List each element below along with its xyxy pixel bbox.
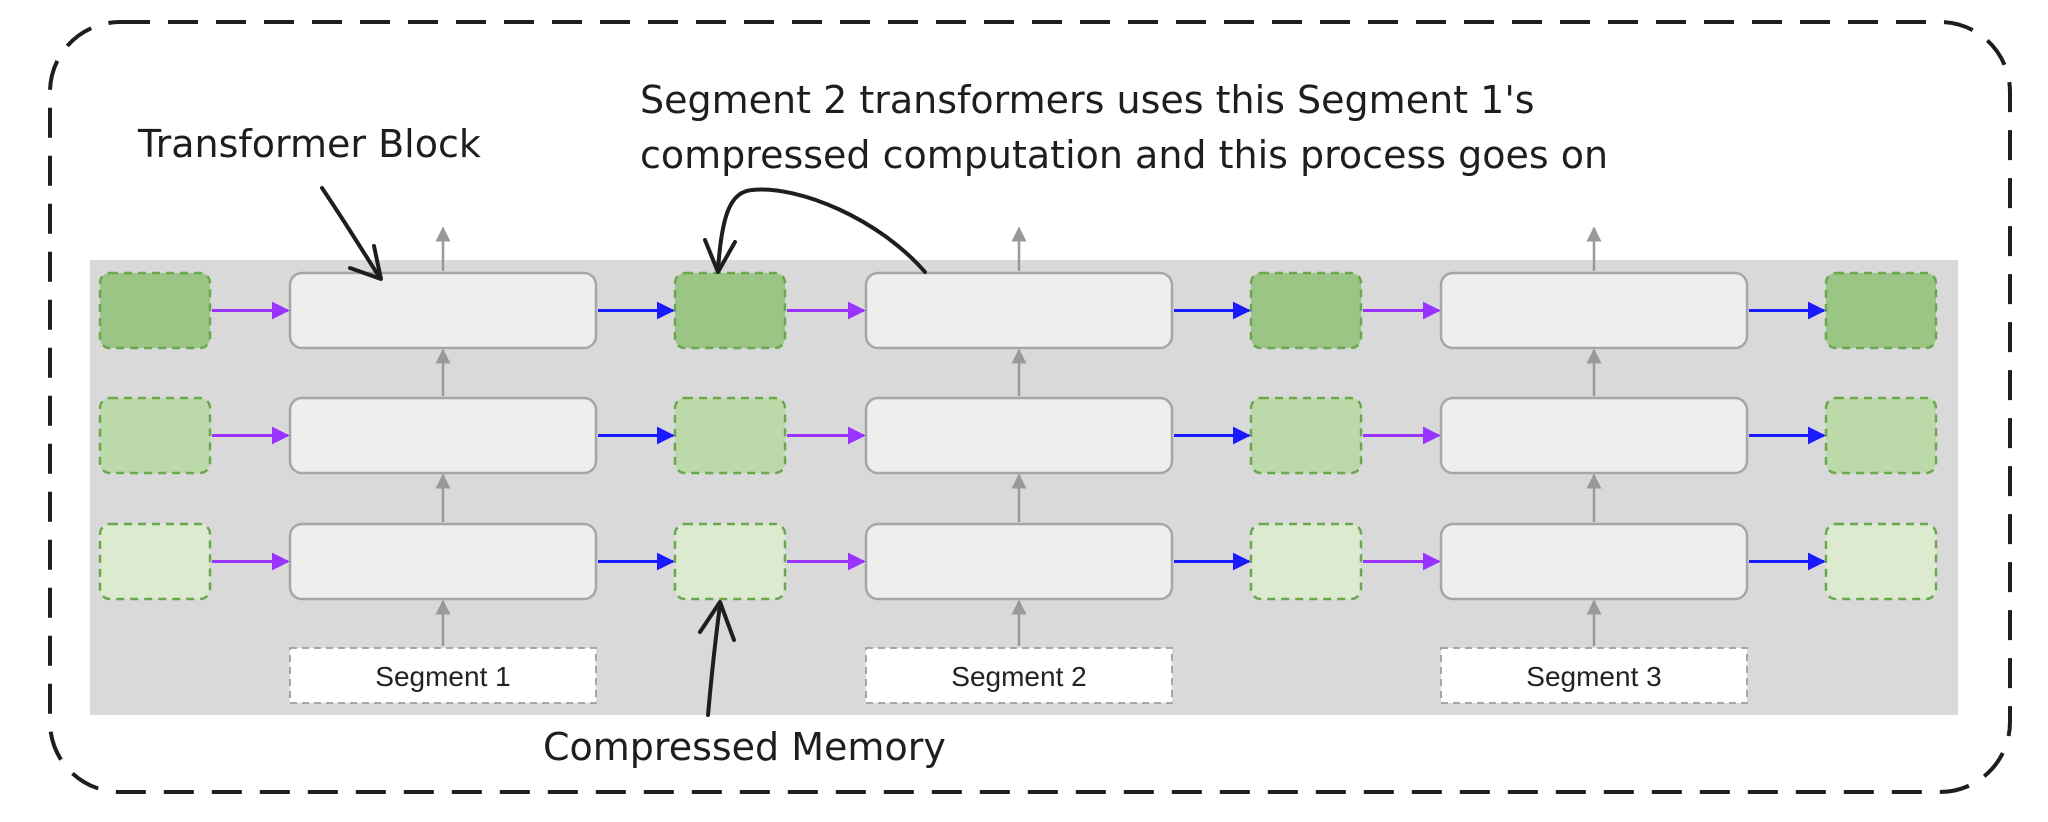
segment-label-text: Segment 3 [1526,661,1661,692]
outer-frame [48,20,2012,794]
memory-cell [1249,396,1363,475]
memory-cell [1824,396,1938,475]
segment-label-3: Segment 3 [1440,647,1748,704]
memory-cell [1249,522,1363,601]
transformer-block-annotation: Transformer Block [137,122,481,166]
memory-cell [1824,522,1938,601]
transformer-block [1439,271,1749,350]
memory-cell [98,396,212,475]
memory-cells [98,271,1938,601]
memory-cell [1824,271,1938,350]
segment-label-1: Segment 1 [289,647,597,704]
segment-label-2: Segment 2 [865,647,1173,704]
compressed-memory-annotation: Compressed Memory [543,725,946,769]
transformer-block [864,396,1174,475]
transformer-blocks [288,271,1749,601]
flow-arrows [212,226,1826,646]
memory-cell [673,271,787,350]
segment-note-line-2: compressed computation and this process … [640,133,1608,177]
memory-cell [98,522,212,601]
pointer-arrow-compressed-memory [698,600,736,717]
pointer-arrow-segment-note [703,187,927,274]
memory-cell [1249,271,1363,350]
transformer-block [1439,396,1749,475]
segment-label-text: Segment 2 [951,661,1086,692]
pointer-arrow-transformer-block [320,186,383,281]
transformer-block [1439,522,1749,601]
transformer-block [288,271,598,350]
transformer-block [288,522,598,601]
transformer-block [864,522,1174,601]
segment-label-text: Segment 1 [375,661,510,692]
segment-note-line-1: Segment 2 transformers uses this Segment… [640,78,1535,122]
memory-cell [673,396,787,475]
transformer-block [288,396,598,475]
transformer-block [864,271,1174,350]
memory-cell [98,271,212,350]
memory-cell [673,522,787,601]
